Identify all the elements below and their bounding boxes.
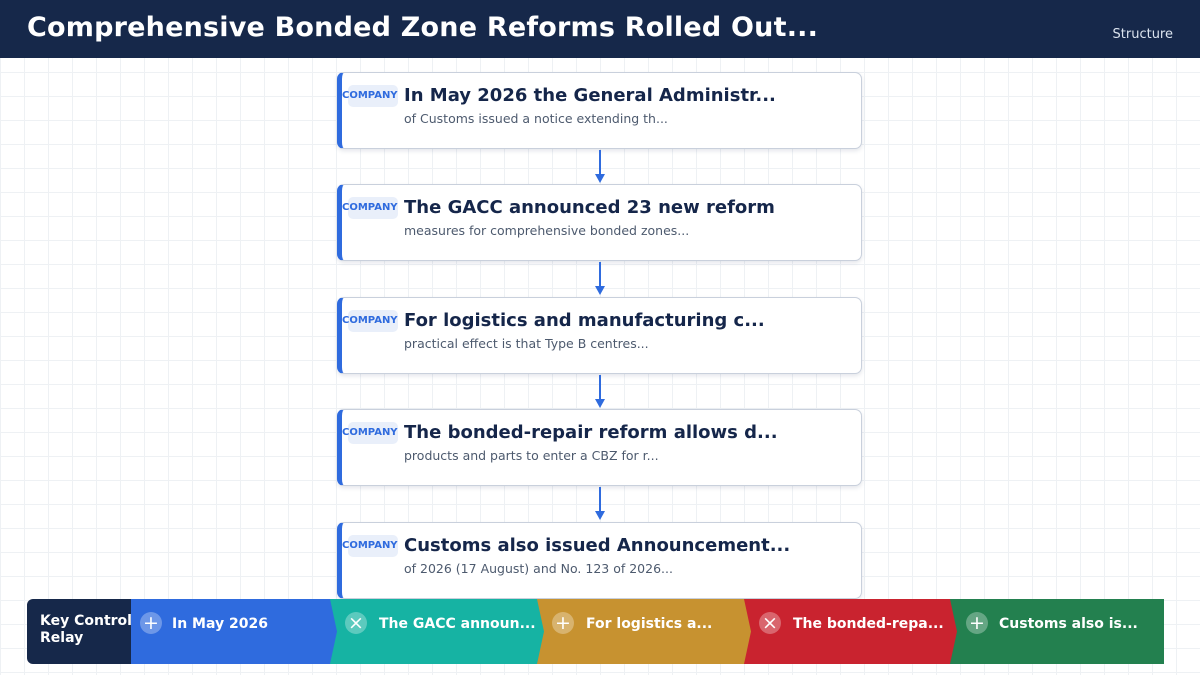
segment-shape (330, 599, 548, 664)
flow-card-title: The bonded-repair reform allows d... (404, 422, 778, 443)
company-badge: COMPANY (342, 422, 398, 444)
flow-card-title: For logistics and manufacturing c... (404, 310, 765, 331)
down-arrow-icon (595, 262, 605, 295)
flow-card-description: products and parts to enter a CBZ for r.… (404, 448, 659, 463)
company-badge: COMPANY (342, 535, 398, 557)
company-badge: COMPANY (342, 85, 398, 107)
flow-card: COMPANY The bonded-repair reform allows … (337, 409, 862, 486)
flow-card-description: measures for comprehensive bonded zones.… (404, 223, 690, 238)
relay-segment[interactable]: + Customs also is... (950, 599, 1164, 664)
relay-segment[interactable]: + For logistics a... (537, 599, 755, 664)
flow-card: COMPANY In May 2026 the General Administ… (337, 72, 862, 149)
header-bar: Comprehensive Bonded Zone Reforms Rolled… (0, 0, 1200, 58)
structure-tag: Structure (1112, 27, 1173, 42)
relay-segment-label: In May 2026 (172, 616, 268, 632)
flow-card: COMPANY For logistics and manufacturing … (337, 297, 862, 374)
page-title: Comprehensive Bonded Zone Reforms Rolled… (27, 12, 819, 43)
relay-segment[interactable]: × The bonded-repa... (744, 599, 962, 664)
down-arrow-icon (595, 487, 605, 520)
plus-icon: + (966, 612, 988, 634)
flow-card-title: Customs also issued Announcement... (404, 535, 791, 556)
relay-segment-label: For logistics a... (586, 616, 713, 632)
flow-card: COMPANY Customs also issued Announcement… (337, 522, 862, 599)
segment-shape (537, 599, 755, 664)
flow-card-description: practical effect is that Type B centres.… (404, 336, 649, 351)
relay-segment[interactable]: × The GACC announ... (330, 599, 548, 664)
down-arrow-icon (595, 375, 605, 408)
close-icon: × (759, 612, 781, 634)
relay-segment[interactable]: + In May 2026 (131, 599, 342, 664)
down-arrow-icon (595, 150, 605, 183)
relay-segment-label: The GACC announ... (379, 616, 536, 632)
company-badge: COMPANY (342, 310, 398, 332)
flow-card-title: In May 2026 the General Administr... (404, 85, 776, 106)
plus-icon: + (552, 612, 574, 634)
flow-card-description: of Customs issued a notice extending th.… (404, 111, 668, 126)
segment-shape (744, 599, 962, 664)
relay-segment-label: Customs also is... (999, 616, 1138, 632)
flow-card-title: The GACC announced 23 new reform (404, 197, 775, 218)
segment-shape (131, 599, 342, 664)
relay-label: Key Control Relay (27, 599, 145, 664)
company-badge: COMPANY (342, 197, 398, 219)
close-icon: × (345, 612, 367, 634)
flow-card: COMPANY The GACC announced 23 new reform… (337, 184, 862, 261)
flow-card-description: of 2026 (17 August) and No. 123 of 2026.… (404, 561, 673, 576)
relay-segment-label: The bonded-repa... (793, 616, 944, 632)
plus-icon: + (140, 612, 162, 634)
segment-shape (950, 599, 1164, 664)
